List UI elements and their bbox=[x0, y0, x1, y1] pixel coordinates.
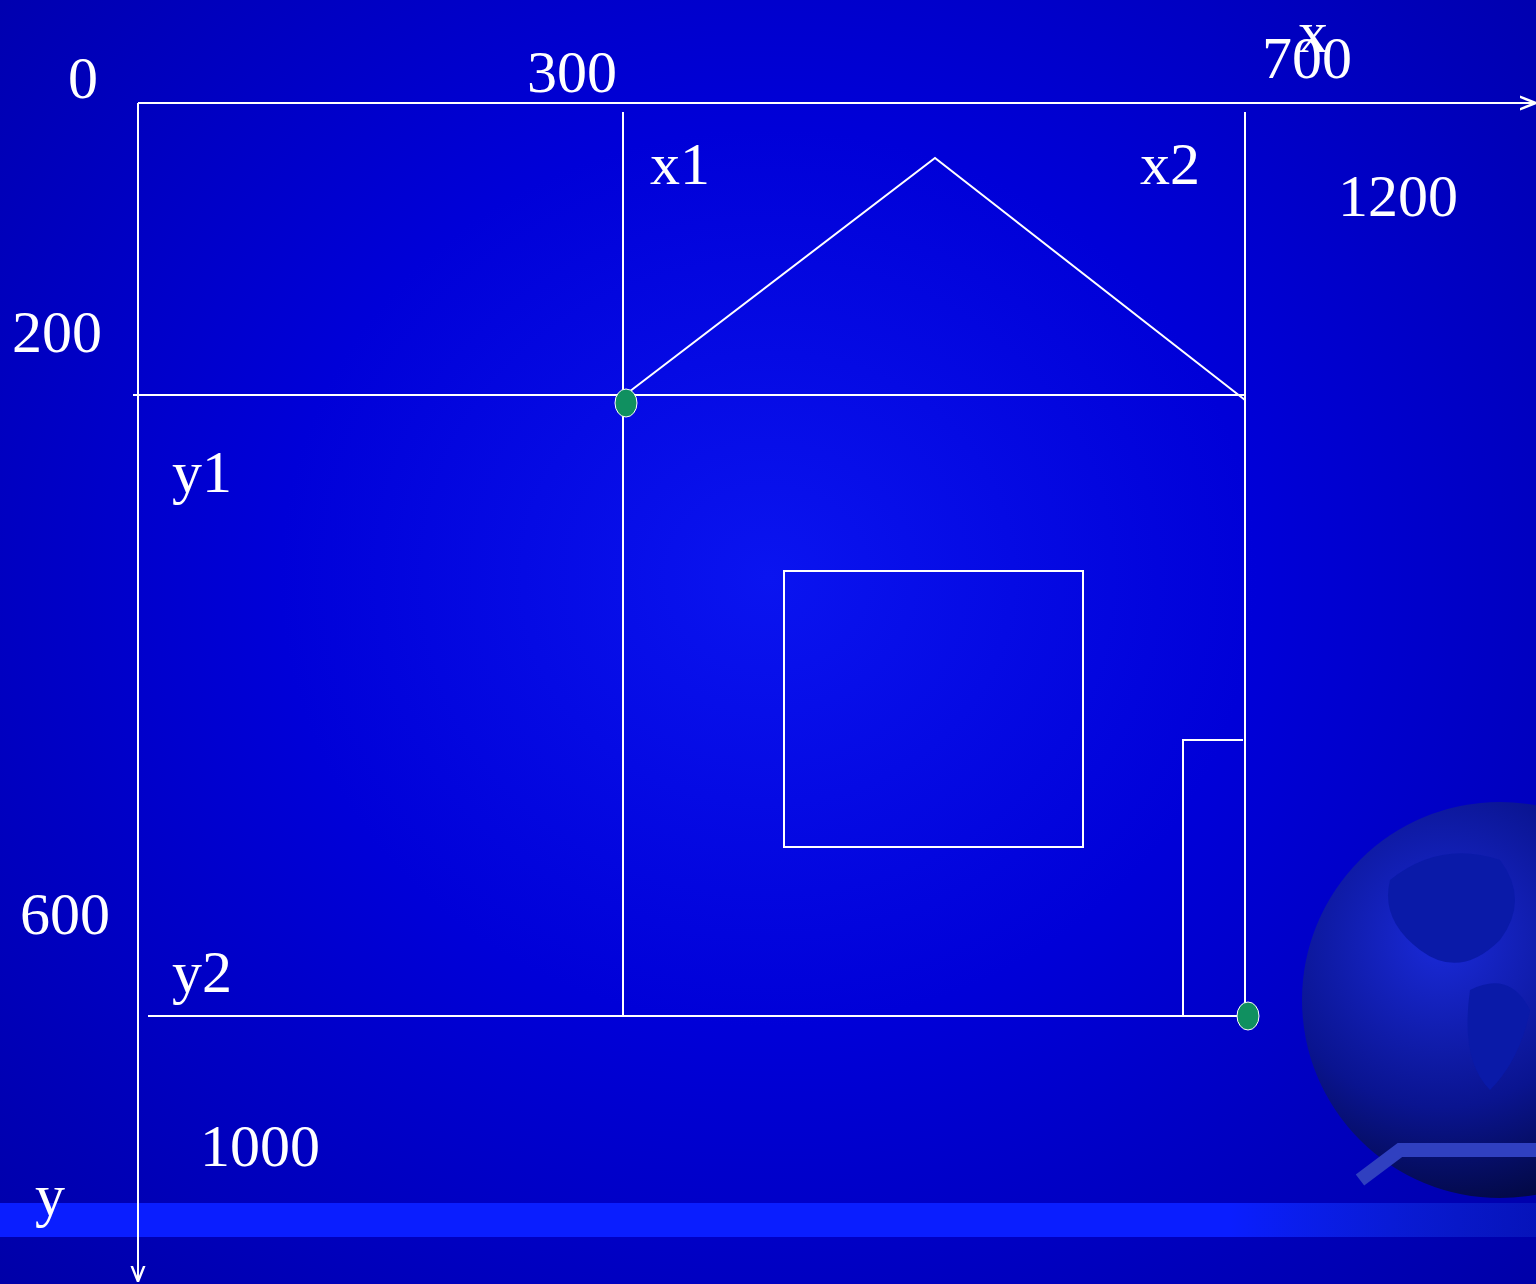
axis-label: 1000 bbox=[200, 1116, 320, 1176]
axis-label: 0 bbox=[68, 48, 98, 108]
continent bbox=[1468, 983, 1531, 1090]
axis-label: 600 bbox=[20, 884, 110, 944]
footer-band bbox=[0, 1203, 1536, 1237]
axis-label: 1200 bbox=[1338, 166, 1458, 226]
x2-line bbox=[1244, 112, 1246, 1016]
axis-label: y bbox=[35, 1165, 65, 1225]
axis-label: x2 bbox=[1140, 134, 1200, 194]
axis-label: 200 bbox=[12, 302, 102, 362]
roof bbox=[625, 158, 1245, 400]
axis-label: y2 bbox=[172, 942, 232, 1002]
door bbox=[1183, 740, 1243, 1016]
x1-line bbox=[622, 112, 624, 1016]
continent bbox=[1388, 853, 1515, 963]
globe-decoration bbox=[1302, 802, 1536, 1198]
x-axis bbox=[138, 102, 1534, 104]
window bbox=[784, 571, 1083, 847]
y-axis bbox=[137, 103, 139, 1280]
globe-stand bbox=[1360, 1150, 1536, 1180]
corner-point bbox=[1237, 1002, 1259, 1030]
axis-label: y1 bbox=[172, 442, 232, 502]
corner-point bbox=[615, 389, 637, 417]
y1-line bbox=[133, 394, 1245, 396]
globe bbox=[1302, 802, 1536, 1198]
axis-label: 300 bbox=[527, 42, 617, 102]
y2-line bbox=[148, 1015, 1245, 1017]
axis-label: 700 bbox=[1262, 28, 1352, 88]
axis-label: x1 bbox=[650, 134, 710, 194]
